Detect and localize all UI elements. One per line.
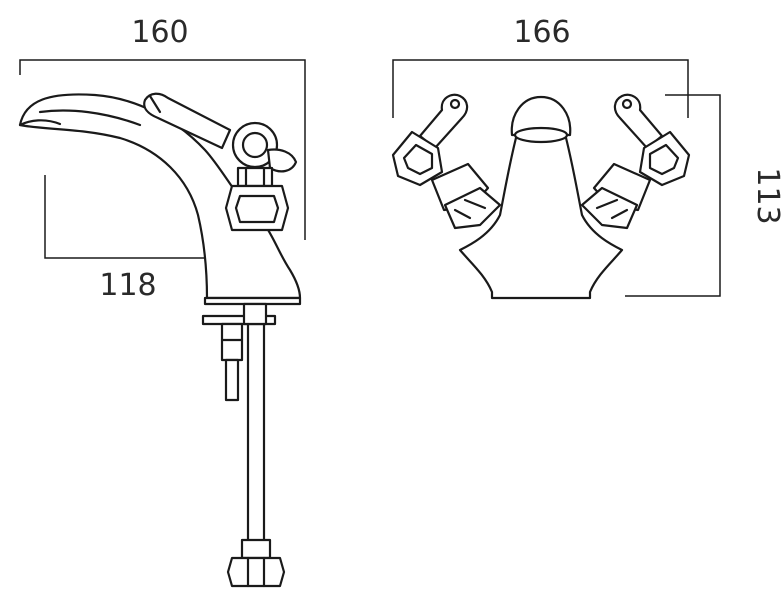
dimension-side-width: 160 (19, 15, 306, 240)
front-body (458, 128, 624, 300)
front-right-handle (580, 93, 691, 230)
front-spout-outlet (513, 126, 569, 144)
dimension-height: 113 (625, 94, 782, 297)
side-valve-head (224, 121, 298, 232)
front-left-handle (391, 93, 502, 230)
dimension-label-166: 166 (513, 15, 570, 50)
spout-body (18, 93, 302, 300)
front-view: 166 113 (391, 15, 782, 300)
dimension-label-113: 113 (750, 167, 782, 224)
dimension-label-118: 118 (99, 268, 156, 303)
dimension-front-width: 166 (392, 15, 689, 118)
dimension-label-160: 160 (131, 15, 188, 50)
side-lever-handle (143, 92, 232, 150)
side-base-fixings (201, 296, 302, 588)
side-view: 160 118 (18, 15, 306, 588)
spout-outlet (18, 119, 62, 127)
spout-inner-line (38, 109, 142, 127)
front-spout-head (510, 95, 572, 137)
